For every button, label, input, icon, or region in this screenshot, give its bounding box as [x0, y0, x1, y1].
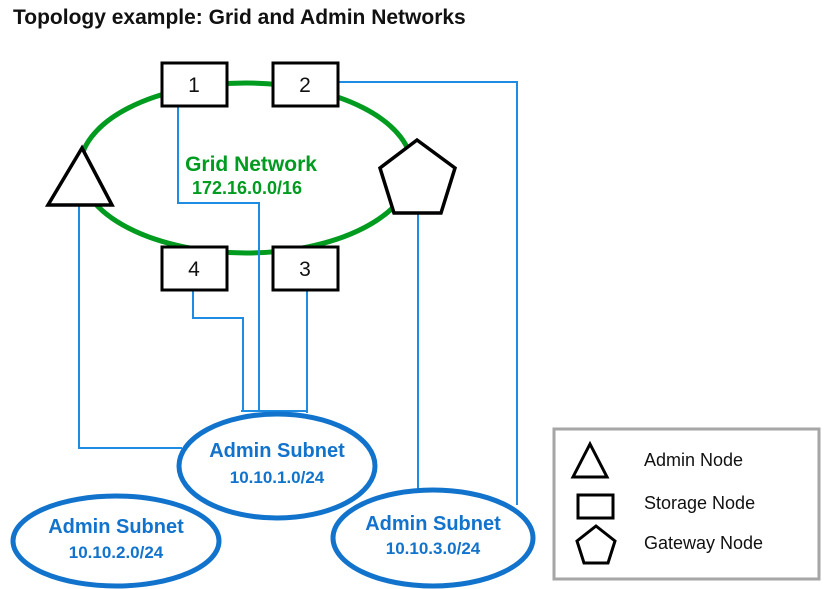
- storage-node-2: 2: [271, 61, 340, 108]
- gateway-node-pentagon: [377, 137, 458, 215]
- admin-subnet-2: Admin Subnet 10.10.2.0/24: [10, 493, 222, 589]
- connector-admin-subnet1: [78, 206, 182, 449]
- storage-node-1-box: [160, 61, 229, 108]
- storage-node-2-label: 2: [299, 74, 311, 97]
- storage-node-1-label: 1: [188, 74, 200, 97]
- triangle-icon: [570, 440, 610, 479]
- connector-node4-subnet1: [192, 290, 244, 411]
- storage-node-2-box: [271, 61, 340, 108]
- grid-network-cidr: 172.16.0.0/16: [192, 178, 302, 198]
- admin-subnet-3-label: Admin Subnet: [365, 513, 501, 535]
- admin-node-triangle: [44, 144, 115, 207]
- storage-node-3-label: 3: [299, 258, 311, 281]
- admin-subnet-3: Admin Subnet 10.10.3.0/24: [330, 487, 536, 589]
- admin-subnet-3-ellipse: [330, 487, 536, 589]
- legend-label-admin-node: Admin Node: [644, 450, 743, 470]
- storage-node-1: 1: [160, 61, 229, 108]
- storage-node-4-box: [160, 245, 229, 292]
- page-title: Topology example: Grid and Admin Network…: [13, 6, 466, 29]
- legend-label-storage-node: Storage Node: [644, 493, 755, 513]
- legend: Admin Node Storage Node Gateway Node: [552, 427, 821, 581]
- grid-network-label: Grid Network: [185, 153, 317, 176]
- admin-subnet-1-cidr: 10.10.1.0/24: [230, 468, 325, 487]
- connector-node1-subnet1: [177, 106, 260, 411]
- legend-label-gateway-node: Gateway Node: [644, 533, 763, 553]
- admin-subnet-2-cidr: 10.10.2.0/24: [69, 543, 164, 562]
- admin-subnet-2-label: Admin Subnet: [48, 516, 184, 538]
- square-icon: [576, 493, 615, 520]
- admin-subnet-1-ellipse: [176, 411, 378, 521]
- storage-node-3-box: [271, 245, 340, 292]
- admin-subnet-2-ellipse: [10, 493, 222, 589]
- admin-subnet-1: Admin Subnet 10.10.1.0/24: [176, 411, 378, 521]
- connector-lines: [78, 81, 518, 505]
- connector-node2-subnet3: [337, 81, 518, 505]
- storage-node-4: 4: [160, 245, 229, 292]
- storage-node-4-label: 4: [188, 258, 200, 281]
- admin-subnet-3-cidr: 10.10.3.0/24: [386, 539, 481, 558]
- pentagon-icon: [575, 524, 617, 565]
- storage-node-3: 3: [271, 245, 340, 292]
- admin-subnet-1-label: Admin Subnet: [209, 440, 345, 462]
